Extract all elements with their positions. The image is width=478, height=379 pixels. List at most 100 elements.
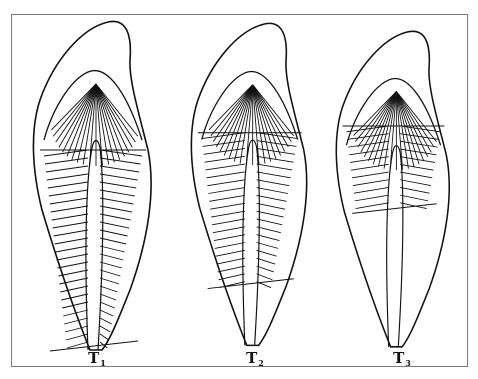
band-bottom (208, 279, 294, 289)
hatch-right (257, 188, 288, 194)
hatch-left (56, 246, 88, 252)
hatch-left (58, 270, 88, 276)
hatch-left (356, 203, 389, 209)
hatch-left (352, 172, 389, 178)
hatch-right (100, 182, 136, 188)
hatch-right (100, 174, 138, 180)
hatch-left (44, 150, 88, 156)
tooth-t1 (33, 21, 151, 351)
hatch-right (100, 198, 133, 204)
hatch-right (400, 172, 432, 178)
hatch-left (65, 326, 88, 332)
hatch-left (51, 206, 88, 212)
hatch-right (100, 286, 118, 292)
hatch-left (55, 238, 88, 244)
hatch-left (204, 148, 245, 154)
band-bottom (352, 204, 436, 214)
hatch-right (100, 270, 120, 276)
hatch-left (47, 174, 88, 180)
hatch-lines (198, 133, 302, 289)
hatch-right (100, 222, 129, 228)
hatch-right (100, 158, 141, 164)
hatch-left (205, 164, 244, 170)
hatch-right (100, 278, 119, 284)
hatch-left (62, 302, 88, 308)
hatch-left (54, 230, 88, 236)
hatch-left (347, 134, 388, 140)
hatch-right (100, 246, 125, 252)
hatch-right (100, 318, 112, 324)
tooth-label-t3: T3 (382, 350, 422, 371)
hatch-right (100, 238, 126, 244)
hatch-right (257, 203, 285, 209)
hatch-left (45, 158, 88, 164)
hatch-right (400, 195, 428, 201)
fibre-line (96, 84, 132, 147)
hatch-left (355, 195, 389, 201)
hatch-left (219, 274, 245, 280)
hatch-left (353, 180, 389, 186)
hatch-left (57, 262, 88, 268)
fibre-line (253, 85, 289, 147)
tooth-t2 (191, 23, 306, 345)
hatch-right (257, 172, 291, 178)
fibre-line (83, 84, 96, 164)
hatch-left (61, 294, 88, 300)
hatch-left (49, 190, 88, 196)
hatch-left (52, 214, 88, 220)
tooth-label-t1: T1 (77, 350, 117, 371)
label-letter: T (393, 349, 404, 367)
hatch-right (100, 230, 128, 236)
hatch-right (100, 326, 110, 332)
hatch-right (257, 211, 284, 217)
hatch-right (100, 254, 123, 260)
hatch-right (257, 164, 293, 170)
label-index: 1 (100, 358, 106, 368)
hatch-right (100, 310, 113, 316)
hatch-right (257, 258, 276, 264)
hatch-left (351, 164, 389, 170)
hatch-left (209, 195, 245, 201)
hatch-left (218, 266, 245, 272)
hatch-right (400, 180, 431, 186)
radiating-lines (354, 91, 437, 170)
label-index: 3 (405, 358, 411, 368)
hatch-left (50, 198, 88, 204)
hatch-left (46, 166, 88, 172)
label-letter: T (88, 349, 99, 367)
hatch-left (354, 187, 389, 193)
tooth-t3 (336, 31, 449, 346)
hatch-right (100, 214, 130, 220)
hatch-right (100, 294, 116, 300)
tooth-label-t2: T2 (235, 350, 275, 371)
hatch-right (400, 164, 433, 170)
hatch-left (205, 156, 245, 162)
hatch-right (257, 266, 274, 272)
hatch-left (217, 258, 245, 264)
hatch-left (213, 227, 245, 233)
hatch-right (257, 227, 281, 233)
hatch-left (202, 133, 245, 139)
hatch-left (214, 235, 245, 241)
label-letter: T (246, 349, 257, 367)
hatch-left (212, 219, 245, 225)
hatch-right (257, 274, 273, 280)
hatch-right (100, 302, 115, 308)
hatch-left (206, 172, 244, 178)
hatch-left (215, 243, 245, 249)
hatch-lines (40, 150, 146, 351)
hatch-left (349, 149, 388, 155)
hatch-right (100, 262, 122, 268)
hatch-right (400, 134, 439, 140)
hatch-right (400, 187, 429, 193)
hatch-left (216, 250, 245, 256)
hatch-right (257, 148, 295, 154)
hatch-right (257, 219, 283, 225)
hatch-right (100, 334, 109, 340)
fibre-line (253, 85, 265, 164)
hatch-left (348, 141, 388, 147)
fibre-line (96, 84, 109, 164)
label-index: 2 (258, 358, 264, 368)
